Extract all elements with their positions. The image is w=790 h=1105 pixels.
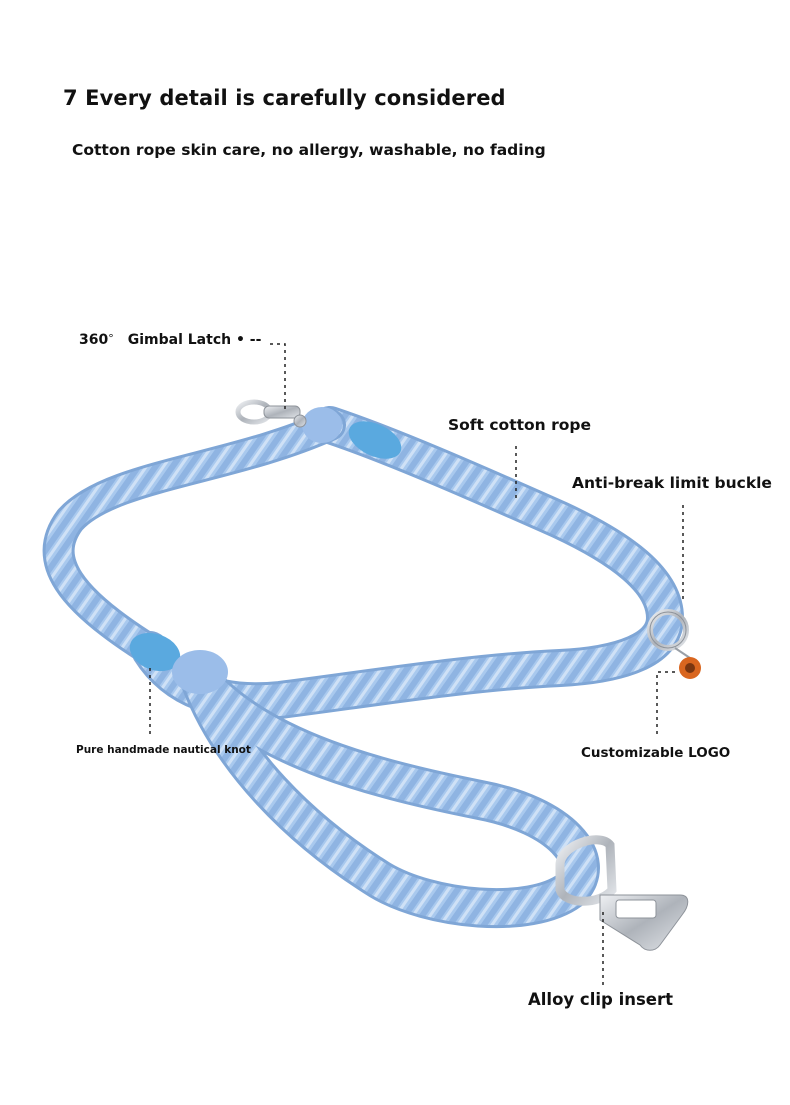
page-title: 7 Every detail is carefully considered [63,86,506,110]
callout-soft-cotton-rope: Soft cotton rope [448,416,591,434]
page-subtitle: Cotton rope skin care, no allergy, washa… [72,141,546,159]
callout-leaders [149,343,684,985]
gimbal-pointer: • -- [235,332,262,348]
callout-anti-break-buckle: Anti-break limit buckle [572,474,772,492]
limit-buckle-ring [647,609,689,651]
leader-gimbal [270,343,286,412]
rope-wrap-top [302,407,402,459]
gimbal-latch-label: Gimbal Latch [127,332,232,348]
cotton-rope [42,406,685,929]
callout-customizable-logo: Customizable LOGO [581,745,731,761]
callout-handmade-knot: Pure handmade nautical knot [76,744,251,756]
leader-logo [656,671,675,738]
gimbal-degree-symbol: ° [108,332,114,345]
logo-tag [674,647,701,679]
callout-alloy-clip: Alloy clip insert [528,990,674,1009]
callout-gimbal-latch: 360° Gimbal Latch • -- [79,332,261,348]
gimbal-rotation-value: 360 [79,332,109,348]
alloy-clip-insert [555,835,689,951]
gimbal-latch-hook [235,399,307,428]
rope-wrap-knot [129,632,228,694]
